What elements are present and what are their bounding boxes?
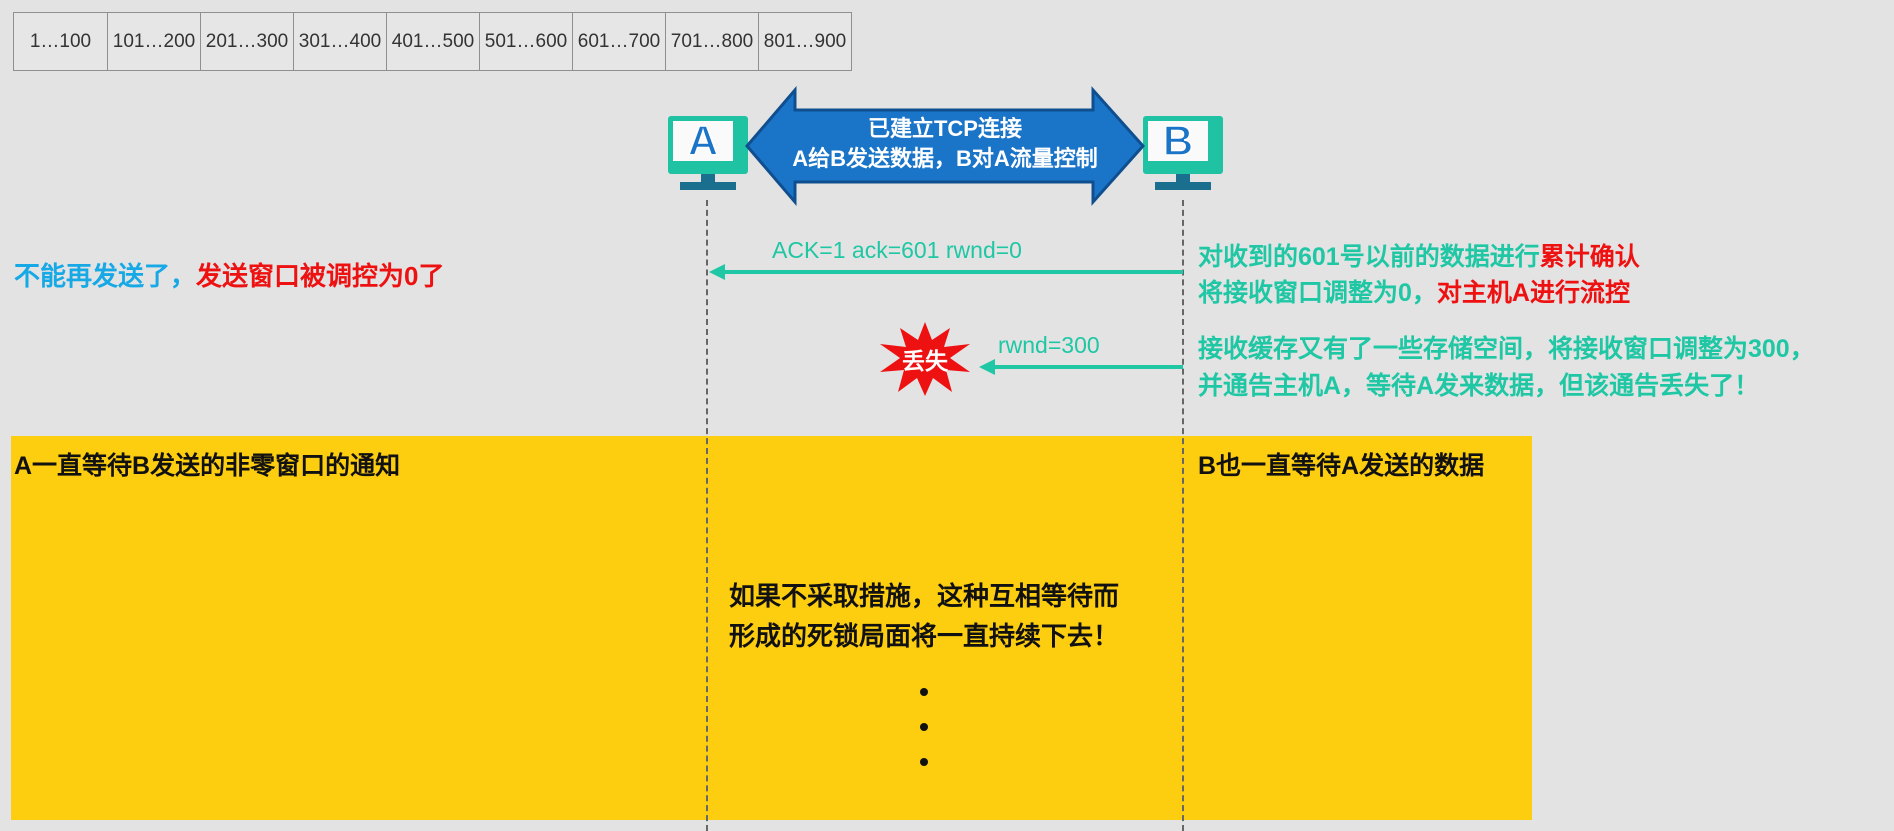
window-update-line-1: 接收缓存又有了一些存储空间，将接收窗口调整为300， [1198,335,1815,363]
host-b-computer-icon: B [1143,116,1223,190]
sequence-cell: 1…100 [29,30,92,52]
sequence-cell: 201…300 [200,13,293,70]
ack-note-line-1a: 对收到的601号以前的数据进行 [1198,243,1540,271]
host-a-computer-icon: A [668,116,748,190]
message-2-label: rwnd=300 [998,332,1100,358]
ack-note-line-2a: 将接收窗口调整为0， [1198,279,1437,307]
host-a-label: A [687,116,719,165]
host-b-lifeline [1182,200,1184,831]
window-update-line-2: 并通告主机A，等待A发来数据，但该通告丢失了！ [1198,372,1760,400]
a-waiting-text: A一直等待B发送的非零窗口的通知 [14,452,401,480]
sender-window-note: 不能再发送了，发送窗口被调控为0了 [14,256,444,293]
deadlock-line-2: 形成的死锁局面将一直持续下去！ [729,621,1120,651]
ack-note-line-1b: 累计确认 [1539,243,1640,271]
deadlock-band [11,436,1532,820]
continuation-dots [920,688,928,766]
b-waiting-text: B也一直等待A发送的数据 [1198,452,1485,480]
deadlock-line-1: 如果不采取措施，这种互相等待而 [729,581,1120,611]
message-2-arrow [979,359,1183,375]
sender-note-part-1: 不能再发送了， [14,261,197,291]
host-b-label: B [1162,116,1194,165]
lost-label: 丢失 [902,348,948,374]
sequence-cell: 401…500 [386,13,479,70]
lost-burst-icon [880,322,970,396]
message-1-label: ACK=1 ack=601 rwnd=0 [772,237,1022,263]
ack-note-line-2b: 对主机A进行流控 [1436,279,1630,307]
connection-double-arrow [745,86,1145,206]
sequence-cell: 601…700 [572,13,665,70]
receiver-ack-note: 对收到的601号以前的数据进行累计确认 将接收窗口调整为0，对主机A进行流控 [1198,239,1640,311]
receiver-window-update-note: 接收缓存又有了一些存储空间，将接收窗口调整为300， 并通告主机A，等待A发来数… [1198,331,1815,405]
deadlock-explanation: 如果不采取措施，这种互相等待而 形成的死锁局面将一直持续下去！ [729,576,1119,656]
banner-line-2: A给B发送数据，B对A流量控制 [792,146,1098,171]
sequence-cell: 801…900 [758,13,851,70]
sender-note-part-2: 发送窗口被调控为0了 [196,261,445,291]
banner-line-1: 已建立TCP连接 [867,116,1022,141]
host-a-lifeline [706,200,708,831]
sequence-cell: 301…400 [293,13,386,70]
sequence-cell: 501…600 [479,13,572,70]
sequence-cell: 701…800 [665,13,758,70]
sequence-cell: 101…200 [107,13,200,70]
message-1-arrow [709,264,1183,280]
